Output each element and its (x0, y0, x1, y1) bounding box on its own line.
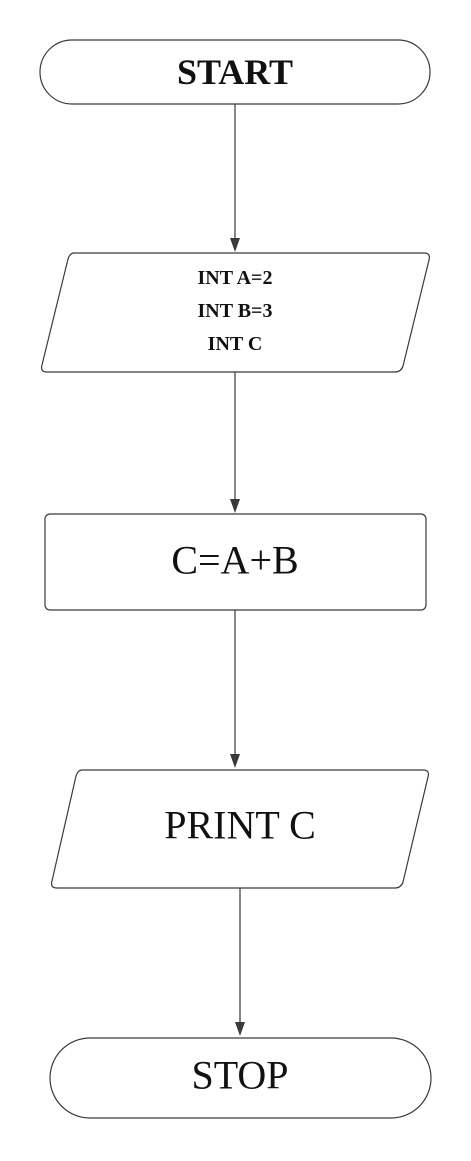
edge-print-to-stop (235, 888, 245, 1036)
declare-node: INT A=2 INT B=3 INT C (40, 252, 431, 373)
process-node: C=A+B (44, 513, 427, 611)
arrowhead (230, 499, 240, 513)
declare-line-1: INT A=2 (198, 267, 273, 289)
stop-label: STOP (191, 1053, 288, 1098)
arrowhead (235, 1022, 245, 1036)
start-node: START (39, 39, 431, 105)
print-label: PRINT C (164, 803, 316, 848)
edge-declare-to-process (230, 372, 240, 513)
print-node: PRINT C (50, 769, 430, 889)
process-label: C=A+B (171, 538, 298, 583)
stop-terminator-shape (49, 1037, 432, 1119)
edge-start-to-declare (230, 104, 240, 252)
arrowhead (230, 238, 240, 252)
declare-line-3: INT C (208, 333, 263, 355)
arrowhead (230, 754, 240, 768)
declare-io-shape (40, 252, 431, 373)
print-io-shape (50, 769, 430, 889)
stop-node: STOP (49, 1037, 432, 1119)
edge-process-to-print (230, 610, 240, 768)
declare-line-2: INT B=3 (198, 300, 273, 322)
start-label: START (177, 52, 293, 92)
